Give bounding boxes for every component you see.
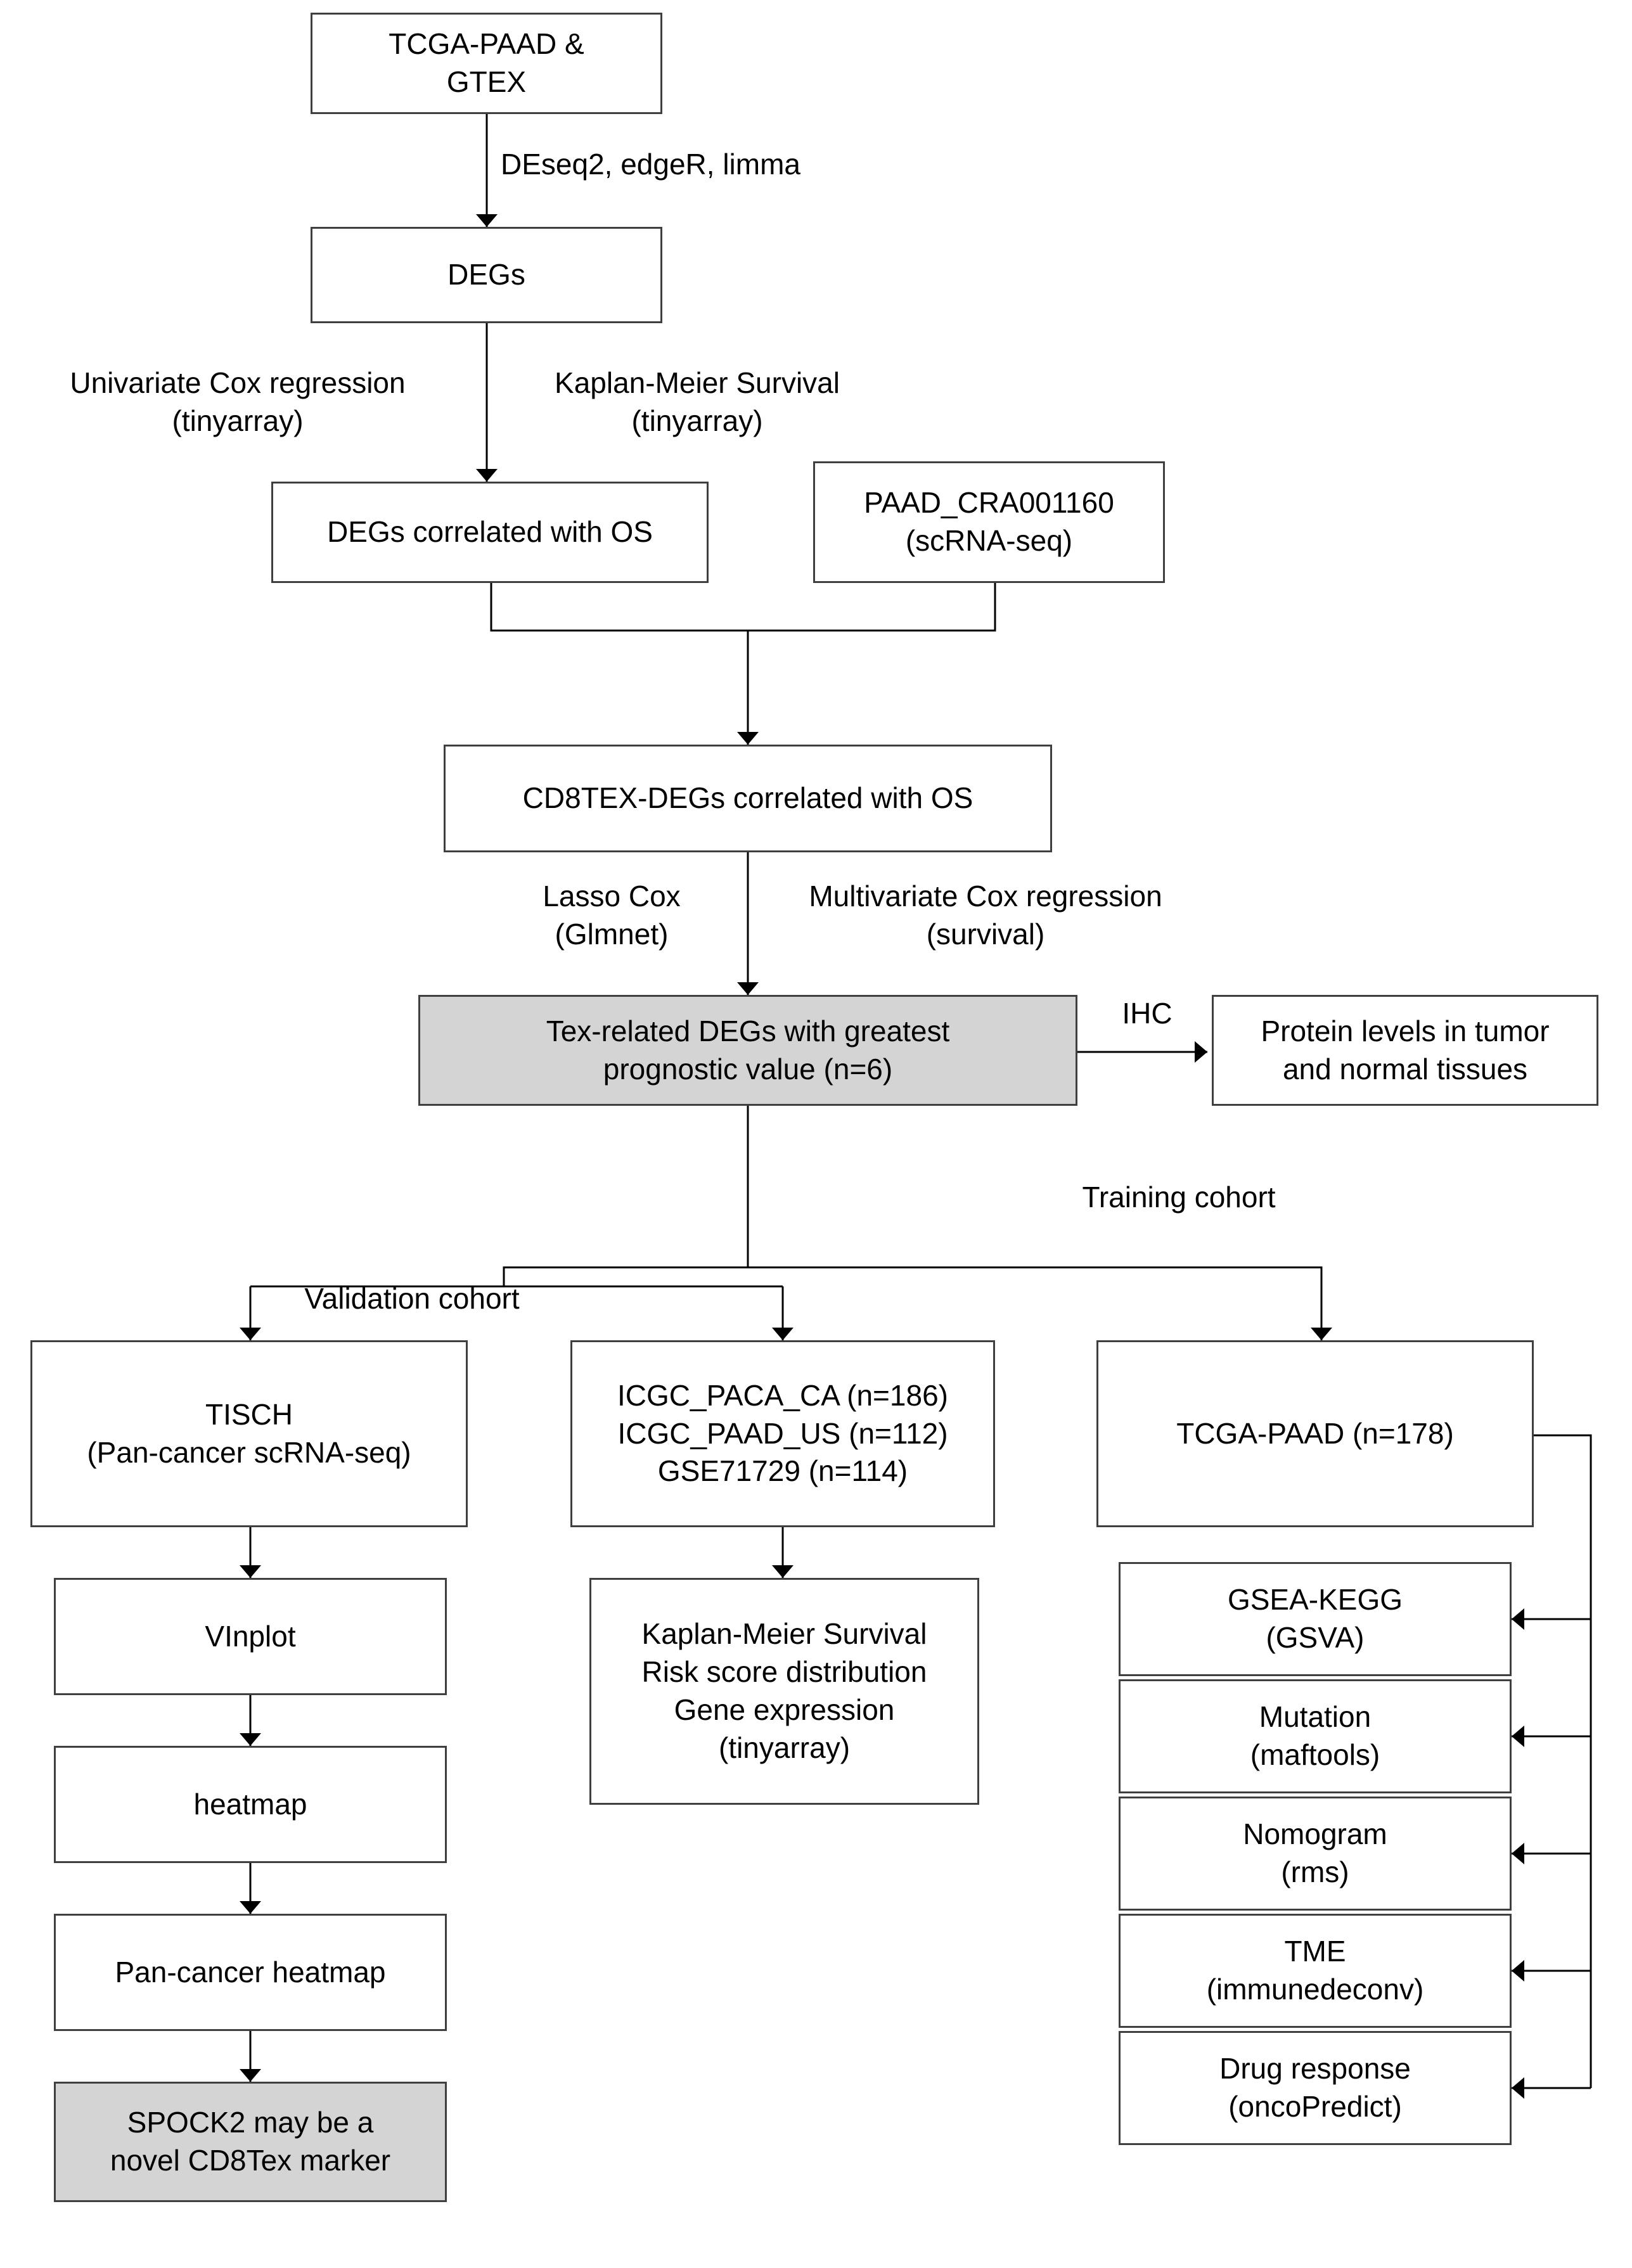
node-km-risk-gene-panel[interactable]: Kaplan-Meier Survival Risk score distrib… <box>589 1578 979 1805</box>
edge-label-lasso-cox: Lasso Cox (Glmnet) <box>543 880 681 951</box>
edge-label-univariate-cox: Univariate Cox regression (tinyarray) <box>70 366 406 437</box>
edge-tex-split-left <box>503 1106 749 1286</box>
edge-merge-bus <box>490 583 996 632</box>
node-pan-cancer-heatmap[interactable]: Pan-cancer heatmap <box>54 1914 447 2031</box>
node-heatmap[interactable]: heatmap <box>54 1746 447 1863</box>
node-gsea-kegg[interactable]: GSEA-KEGG (GSVA) <box>1119 1562 1512 1676</box>
node-nomogram[interactable]: Nomogram (rms) <box>1119 1797 1512 1911</box>
edge-label-multivariate-cox: Multivariate Cox regression (survival) <box>809 880 1162 951</box>
edge-label-ihc: IHC <box>1122 997 1173 1030</box>
node-paad-cra001160[interactable]: PAAD_CRA001160 (scRNA-seq) <box>813 461 1165 583</box>
edge-label-validation-cohort: Validation cohort <box>304 1282 520 1315</box>
edge-label-kaplan-meier: Kaplan-Meier Survival (tinyarray) <box>555 366 840 437</box>
node-icgc-datasets[interactable]: ICGC_PACA_CA (n=186) ICGC_PAAD_US (n=112… <box>570 1340 995 1527</box>
node-tcga-gtex[interactable]: TCGA-PAAD & GTEX <box>311 13 662 114</box>
node-spock2-conclusion[interactable]: SPOCK2 may be a novel CD8Tex marker <box>54 2082 447 2202</box>
node-protein-levels[interactable]: Protein levels in tumor and normal tissu… <box>1212 995 1598 1106</box>
node-tcga-paad-178[interactable]: TCGA-PAAD (n=178) <box>1096 1340 1534 1527</box>
node-tisch[interactable]: TISCH (Pan-cancer scRNA-seq) <box>30 1340 468 1527</box>
edge-training-drop <box>748 1266 1332 1340</box>
node-cd8tex-degs-correlated-os[interactable]: CD8TEX-DEGs correlated with OS <box>444 745 1052 852</box>
edge-right-bus <box>1531 1434 1592 2088</box>
node-vlnplot[interactable]: VInplot <box>54 1578 447 1695</box>
node-degs-correlated-os[interactable]: DEGs correlated with OS <box>271 482 709 583</box>
node-degs[interactable]: DEGs <box>311 227 662 323</box>
edge-label-deseq-edger-limma: DEseq2, edgeR, limma <box>501 148 800 181</box>
node-drug-response[interactable]: Drug response (oncoPredict) <box>1119 2031 1512 2145</box>
edge-label-training-cohort: Training cohort <box>1082 1181 1276 1214</box>
node-tex-related-degs[interactable]: Tex-related DEGs with greatest prognosti… <box>418 995 1077 1106</box>
node-mutation[interactable]: Mutation (maftools) <box>1119 1679 1512 1793</box>
node-tme[interactable]: TME (immunedeconv) <box>1119 1914 1512 2028</box>
